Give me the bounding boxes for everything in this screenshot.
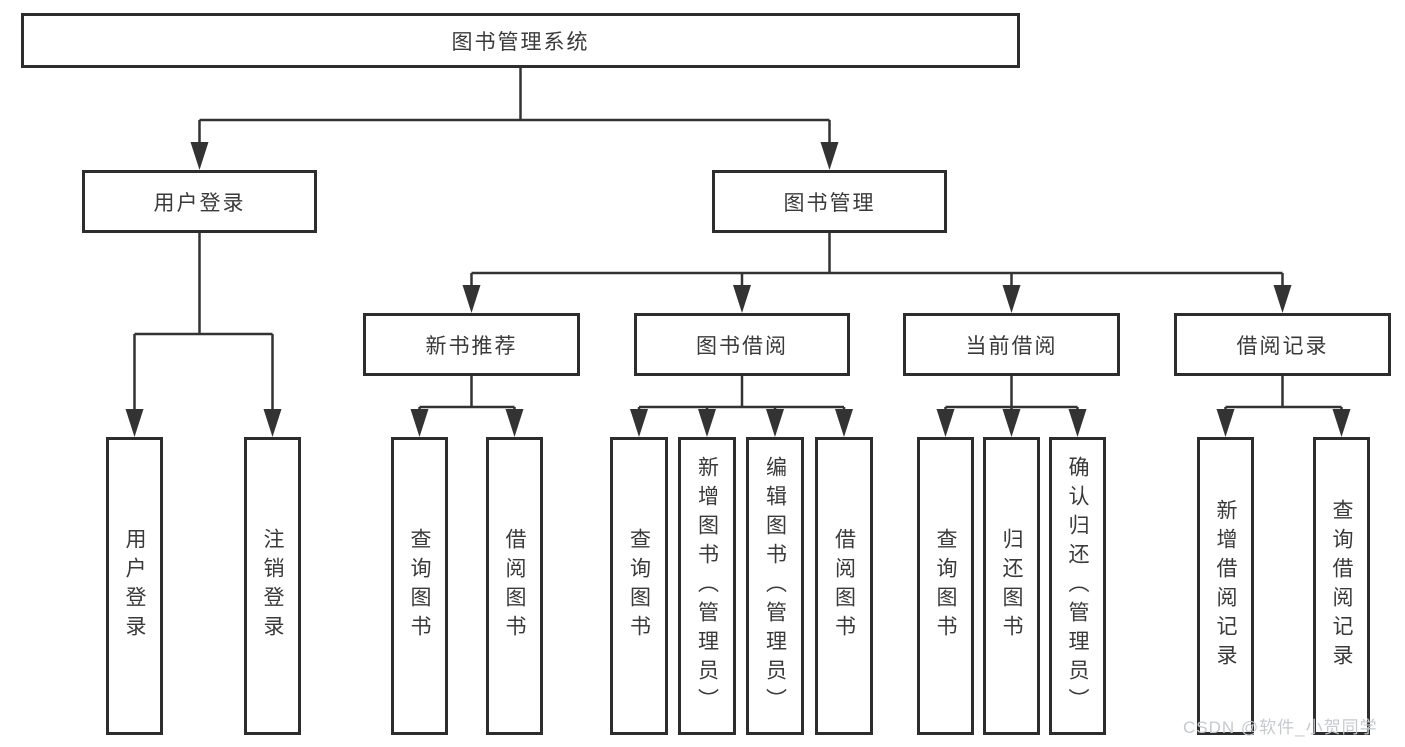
node-new-book-recommend-label: 新书推荐 (425, 334, 518, 358)
node-book-management: 图书管理 (712, 170, 947, 233)
node-borrow-records-label: 借阅记录 (1236, 334, 1329, 358)
node-book-borrow-label: 图书借阅 (696, 334, 788, 358)
leaf-user-login: 用户登录 (106, 437, 163, 735)
leaf-confirm-return-admin: 确认归还（管理员） (1049, 437, 1106, 735)
csdn-watermark: CSDN @软件_小贺同学 (1183, 718, 1378, 737)
edges-borrow-records (1224, 376, 1343, 412)
edges-book-management (470, 233, 1284, 289)
leaf-label: 用户登录 (123, 528, 146, 644)
leaf-edit-books-admin: 编辑图书（管理员） (746, 437, 804, 735)
node-book-borrow: 图书借阅 (634, 313, 850, 376)
leaf-query-books-borrow: 查询图书 (610, 437, 668, 735)
leaf-query-borrow-record: 查询借阅记录 (1313, 437, 1370, 735)
edges-root (198, 68, 831, 148)
arrow-heads (125, 142, 1351, 437)
leaf-label: 归还图书 (1000, 528, 1023, 644)
node-current-borrow: 当前借阅 (903, 313, 1120, 376)
leaf-label: 借阅图书 (832, 528, 856, 644)
leaf-label: 确认归还（管理员） (1066, 455, 1089, 717)
leaf-label: 查询图书 (408, 528, 431, 644)
node-user-login: 用户登录 (82, 170, 317, 233)
leaf-label: 借阅图书 (503, 528, 526, 644)
leaf-label: 查询图书 (934, 528, 957, 644)
node-borrow-records: 借阅记录 (1174, 313, 1391, 376)
leaf-add-borrow-record: 新增借阅记录 (1197, 437, 1254, 735)
leaf-borrow-books-recommend: 借阅图书 (486, 437, 543, 735)
edges-user-login (133, 233, 274, 413)
node-user-login-label: 用户登录 (153, 191, 246, 215)
leaf-query-books-current: 查询图书 (917, 437, 974, 735)
node-book-management-label: 图书管理 (783, 191, 876, 215)
leaf-add-books-admin: 新增图书（管理员） (678, 437, 736, 735)
leaf-label: 查询图书 (627, 528, 651, 644)
leaf-logout-login: 注销登录 (244, 437, 301, 735)
leaf-label: 新增图书（管理员） (695, 455, 719, 717)
leaf-return-books: 归还图书 (983, 437, 1040, 735)
leaf-borrow-books: 借阅图书 (815, 437, 873, 735)
node-root-label: 图书管理系统 (451, 30, 590, 54)
leaf-label: 注销登录 (261, 528, 284, 644)
node-current-borrow-label: 当前借阅 (965, 334, 1058, 358)
node-root: 图书管理系统 (21, 13, 1020, 68)
edges-book-borrow (637, 376, 846, 412)
edges-current-borrow (944, 376, 1079, 412)
leaf-label: 新增借阅记录 (1214, 499, 1237, 673)
leaf-query-books-recommend: 查询图书 (391, 437, 448, 735)
leaf-label: 编辑图书（管理员） (763, 455, 787, 717)
leaf-label: 查询借阅记录 (1330, 499, 1353, 673)
edges-new-book-recommend (418, 376, 516, 412)
node-new-book-recommend: 新书推荐 (363, 313, 580, 376)
